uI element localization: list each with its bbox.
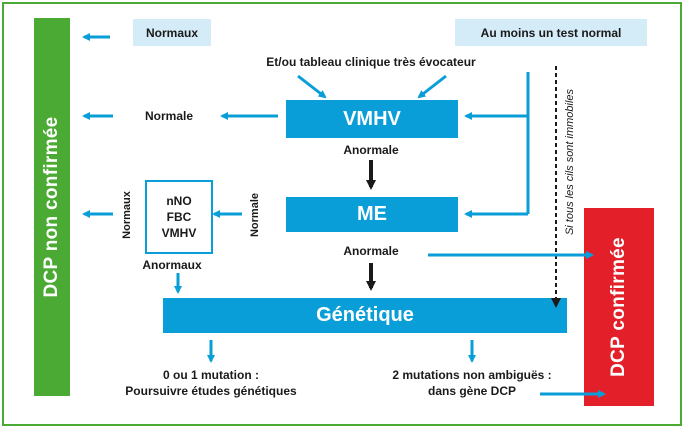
me-box: ME: [286, 197, 458, 232]
zero-ou-une-mutation-label: 0 ou 1 mutation :: [163, 368, 259, 382]
normaux-top-box: Normaux: [133, 19, 211, 46]
test-nno: nNO: [166, 194, 192, 208]
me-anormale-label: Anormale: [343, 244, 399, 258]
outer-frame: [2, 2, 682, 426]
au-moins-un-test-normal-box: Au moins un test normal: [455, 19, 647, 46]
gene-dcp-label: dans gène DCP: [427, 384, 517, 398]
arrow-diag-left-vmhv: [297, 74, 327, 99]
tests-box: nNO FBC VMHV: [145, 180, 213, 254]
deux-mutations-label: 2 mutations non ambiguës :: [392, 368, 552, 382]
tests-anormaux-label: Anormaux: [142, 258, 202, 272]
test-vmhv: VMHV: [161, 226, 197, 240]
vmhv-box: VMHV: [286, 100, 458, 138]
genetique-box: Génétique: [163, 298, 567, 333]
tableau-clinique-label: Et/ou tableau clinique très évocateur: [266, 55, 476, 69]
dcp-confirmee-bar: [584, 208, 654, 406]
vmhv-normale-label: Normale: [145, 109, 194, 123]
test-fbc: FBC: [166, 210, 192, 224]
poursuivre-etudes-label: Poursuivre études génétiques: [125, 384, 297, 398]
dcp-non-confirmee-bar: [34, 18, 70, 396]
vmhv-anormale-label: Anormale: [343, 143, 399, 157]
arrow-diag-right-vmhv: [417, 74, 447, 99]
